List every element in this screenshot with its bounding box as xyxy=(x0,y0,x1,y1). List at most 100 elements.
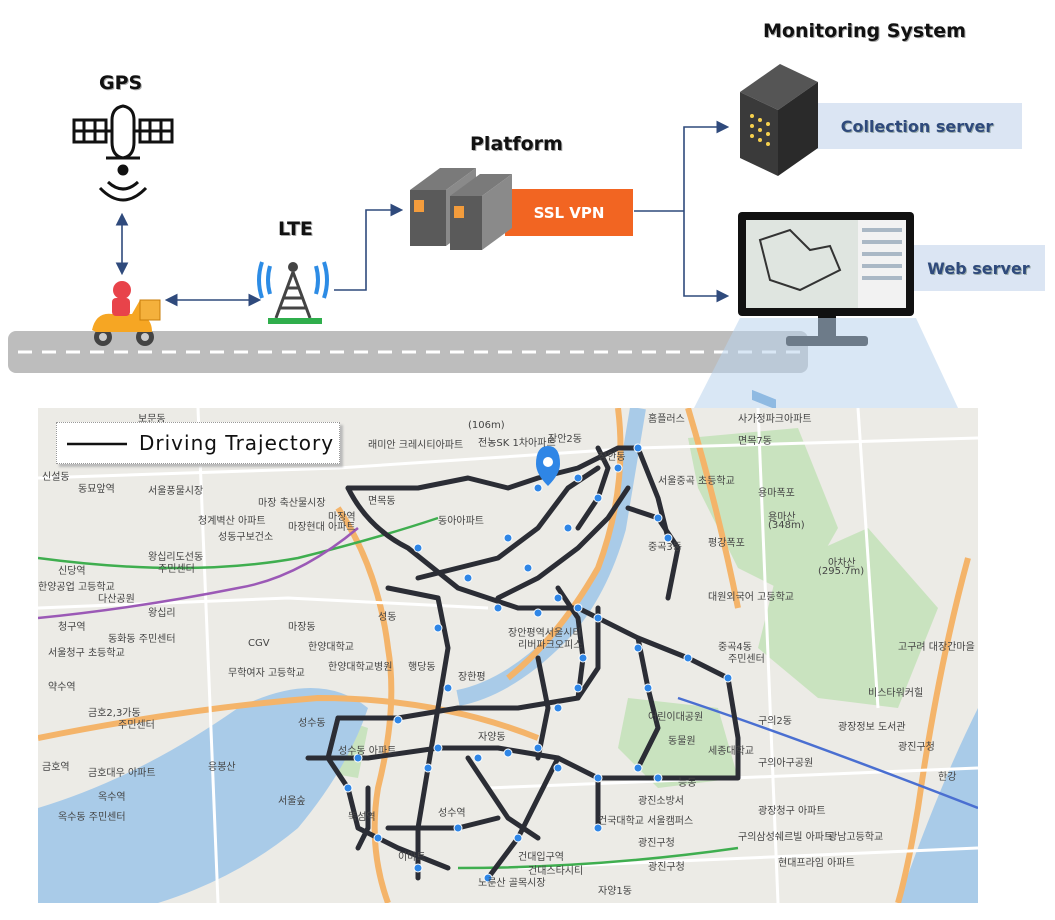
web-server-box: Web server xyxy=(912,245,1045,291)
map-label: 광남고등학교 xyxy=(828,832,884,843)
driving-trajectory xyxy=(305,445,741,881)
map-label: 홈플러스 xyxy=(648,414,685,425)
map-label: 사가정파크아파트 xyxy=(738,414,812,425)
start-location-pin-icon xyxy=(536,446,560,486)
map-label: 보문동 xyxy=(138,414,166,425)
collection-server-box: Collection server xyxy=(812,103,1022,149)
map-label: 왕십리도선동 xyxy=(148,552,204,563)
map-label: (295.7m) xyxy=(818,566,865,577)
map-label: 금호역 xyxy=(42,762,70,773)
map-label: 건국대학교 서울캠퍼스 xyxy=(598,816,694,827)
legend-line xyxy=(67,442,127,446)
map-label: 신설동 xyxy=(42,472,70,483)
map-label: 한양대학교병원 xyxy=(328,662,393,673)
map-label: 광진구청 xyxy=(638,838,675,849)
map-label: CGV xyxy=(248,638,270,649)
map-label: 구의아구공원 xyxy=(758,758,814,769)
map-label: 행당동 xyxy=(408,662,436,673)
map-label: 뚝섬역 xyxy=(348,812,376,823)
map-label: (348m) xyxy=(768,520,805,531)
platform-server-icon xyxy=(410,168,512,250)
map-label: 마장역 xyxy=(328,512,356,523)
map-label: 광진소방서 xyxy=(638,796,684,807)
map-label: 약수역 xyxy=(48,682,76,693)
lte-label: LTE xyxy=(278,218,313,240)
map-label: 비스타워커힐 xyxy=(868,688,924,699)
map-label: 장안평역서울시티 xyxy=(508,628,582,639)
map-label: 금호2,3가동 xyxy=(88,708,141,719)
map-label: 구의2동 xyxy=(758,716,792,727)
map-label: 용마산 xyxy=(768,512,796,523)
road xyxy=(8,331,808,373)
map-label: 장안동 xyxy=(598,452,626,463)
map-label: 마장현대 아파트 xyxy=(288,522,356,533)
map-label: 마장동 xyxy=(288,622,316,633)
zoom-projection xyxy=(694,318,958,408)
gps-label: GPS xyxy=(99,72,143,94)
map-label: 구의삼성쉐르빌 아파트 xyxy=(738,832,834,843)
map-label: 자양1동 xyxy=(598,886,632,897)
map-label: 성수동 xyxy=(298,718,326,729)
map-label: 능동 xyxy=(678,778,697,789)
map-label: 건대입구역 xyxy=(518,852,564,863)
map-label: 동아아파트 xyxy=(438,516,484,527)
map-label: 장한평 xyxy=(458,672,486,683)
map-label: 주민센터 xyxy=(728,654,765,665)
map-label: 옥수동 주민센터 xyxy=(58,812,126,823)
map-label: 다산공원 xyxy=(98,594,135,605)
map-label: 광장정보 도서관 xyxy=(838,722,906,733)
map-label: 세종대학교 xyxy=(708,746,754,757)
collection-server-icon xyxy=(740,64,818,410)
map-label: 전농SK 1차아파트 xyxy=(478,438,556,449)
map-label: 서울청구 초등학교 xyxy=(48,648,125,659)
map-label: 아차산 xyxy=(828,558,856,569)
map-label: 건대스타시티 xyxy=(528,866,584,877)
map-label: 중곡4동 xyxy=(718,642,752,653)
map-labels: 보문동 신설동 동묘앞역 서울풍물시장 마장 축산물시장 마장역 청계벽산 아파… xyxy=(38,408,978,903)
map-label: 청계벽산 아파트 xyxy=(198,516,266,527)
map-label: 현대프라임 아파트 xyxy=(778,858,855,869)
map-graphics xyxy=(38,408,978,903)
diagram-graphics xyxy=(8,64,958,410)
monitoring-system-label: Monitoring System xyxy=(763,20,966,42)
map-label: 고구려 대장간마을 xyxy=(898,642,975,653)
map-label: 성수역 xyxy=(438,808,466,819)
map-legend: Driving Trajectory xyxy=(56,422,340,464)
major-roads xyxy=(38,408,971,903)
map-label: 광장청구 아파트 xyxy=(758,806,826,817)
map-label: (106m) xyxy=(468,420,505,431)
map-label: 리버파크오피스 xyxy=(518,640,583,651)
map-label: 평강폭포 xyxy=(708,538,745,549)
map-label: 광진구청 xyxy=(898,742,935,753)
map-label: 장안2동 xyxy=(548,434,582,445)
map-label: 한양대학교 xyxy=(308,642,354,653)
map-label: 중곡3동 xyxy=(648,542,682,553)
map-label: 한양공업 고등학교 xyxy=(38,582,115,593)
map-label: 동물원 xyxy=(668,736,696,747)
map-label: 서울숲 xyxy=(278,796,306,807)
map-label: 래미안 크레시티아파트 xyxy=(368,440,464,451)
map-label: 용마폭포 xyxy=(758,488,795,499)
map-label: 금호대우 아파트 xyxy=(88,768,156,779)
map-label: 마장 축산물시장 xyxy=(258,498,326,509)
delivery-scooter-icon xyxy=(92,281,161,346)
map-label: 성동구보건소 xyxy=(218,532,274,543)
map-label: 주민센터 xyxy=(118,720,155,731)
map-label: 동묘앞역 xyxy=(78,484,115,495)
map-label: 성수동 아파트 xyxy=(338,746,397,757)
map-label: 면목동 xyxy=(368,496,396,507)
map-label: 노룬산 골목시장 xyxy=(478,878,546,889)
map-label: 서울풍물시장 xyxy=(148,486,204,497)
map-label: 동화동 주민센터 xyxy=(108,634,176,645)
ssl-vpn-box: SSL VPN xyxy=(505,189,633,236)
lte-tower-icon xyxy=(257,261,329,324)
map-label: 어린이대공원 xyxy=(648,712,704,723)
map-label: 광진구청 xyxy=(648,862,685,873)
map-parks xyxy=(228,428,938,798)
trajectory-map[interactable]: 보문동 신설동 동묘앞역 서울풍물시장 마장 축산물시장 마장역 청계벽산 아파… xyxy=(38,408,978,903)
map-label: 옥수역 xyxy=(98,792,126,803)
map-label: 자양동 xyxy=(478,732,506,743)
map-label: 성동 xyxy=(378,612,397,623)
map-label: 응봉산 xyxy=(208,762,236,773)
connection-arrows xyxy=(115,120,730,307)
